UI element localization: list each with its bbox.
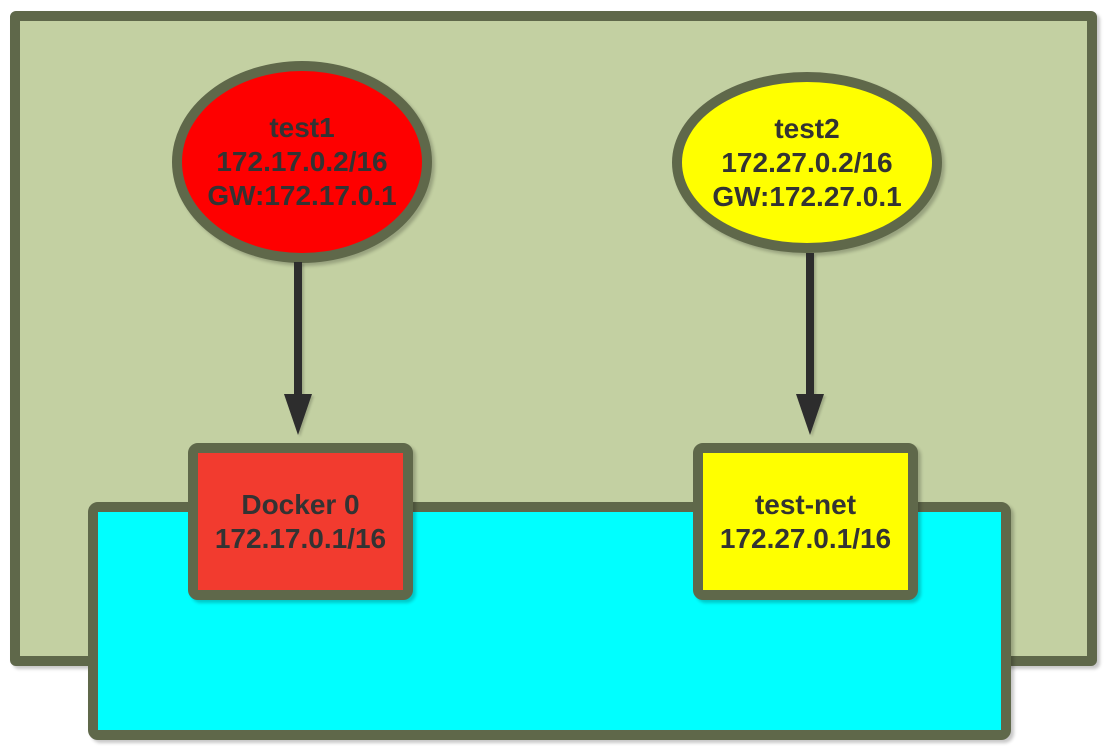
bridge1-box: Docker 0 172.17.0.1/16 (188, 443, 413, 600)
container1-name: test1 (269, 112, 335, 143)
container2-gateway: GW:172.27.0.1 (712, 180, 902, 212)
container2-ellipse: test2 172.27.0.2/16 GW:172.27.0.1 (672, 72, 942, 253)
bridge1-name: Docker 0 (241, 488, 360, 520)
bridge2-box: test-net 172.27.0.1/16 (693, 443, 918, 600)
bridge2-name: test-net (754, 488, 857, 520)
arrow-down-icon (796, 253, 824, 435)
container1-ellipse: test1 172.17.0.2/16 GW:172.17.0.1 (172, 61, 432, 263)
bridge1-ip: 172.17.0.1/16 (214, 522, 387, 554)
bridge2-ip: 172.27.0.1/16 (719, 522, 892, 554)
container1-gateway: GW:172.17.0.1 (207, 180, 397, 211)
arrow-down-icon (284, 262, 312, 435)
container2-name: test2 (774, 112, 840, 144)
container2-ip: 172.27.0.2/16 (721, 146, 893, 178)
container1-ip: 172.17.0.2/16 (216, 146, 388, 177)
